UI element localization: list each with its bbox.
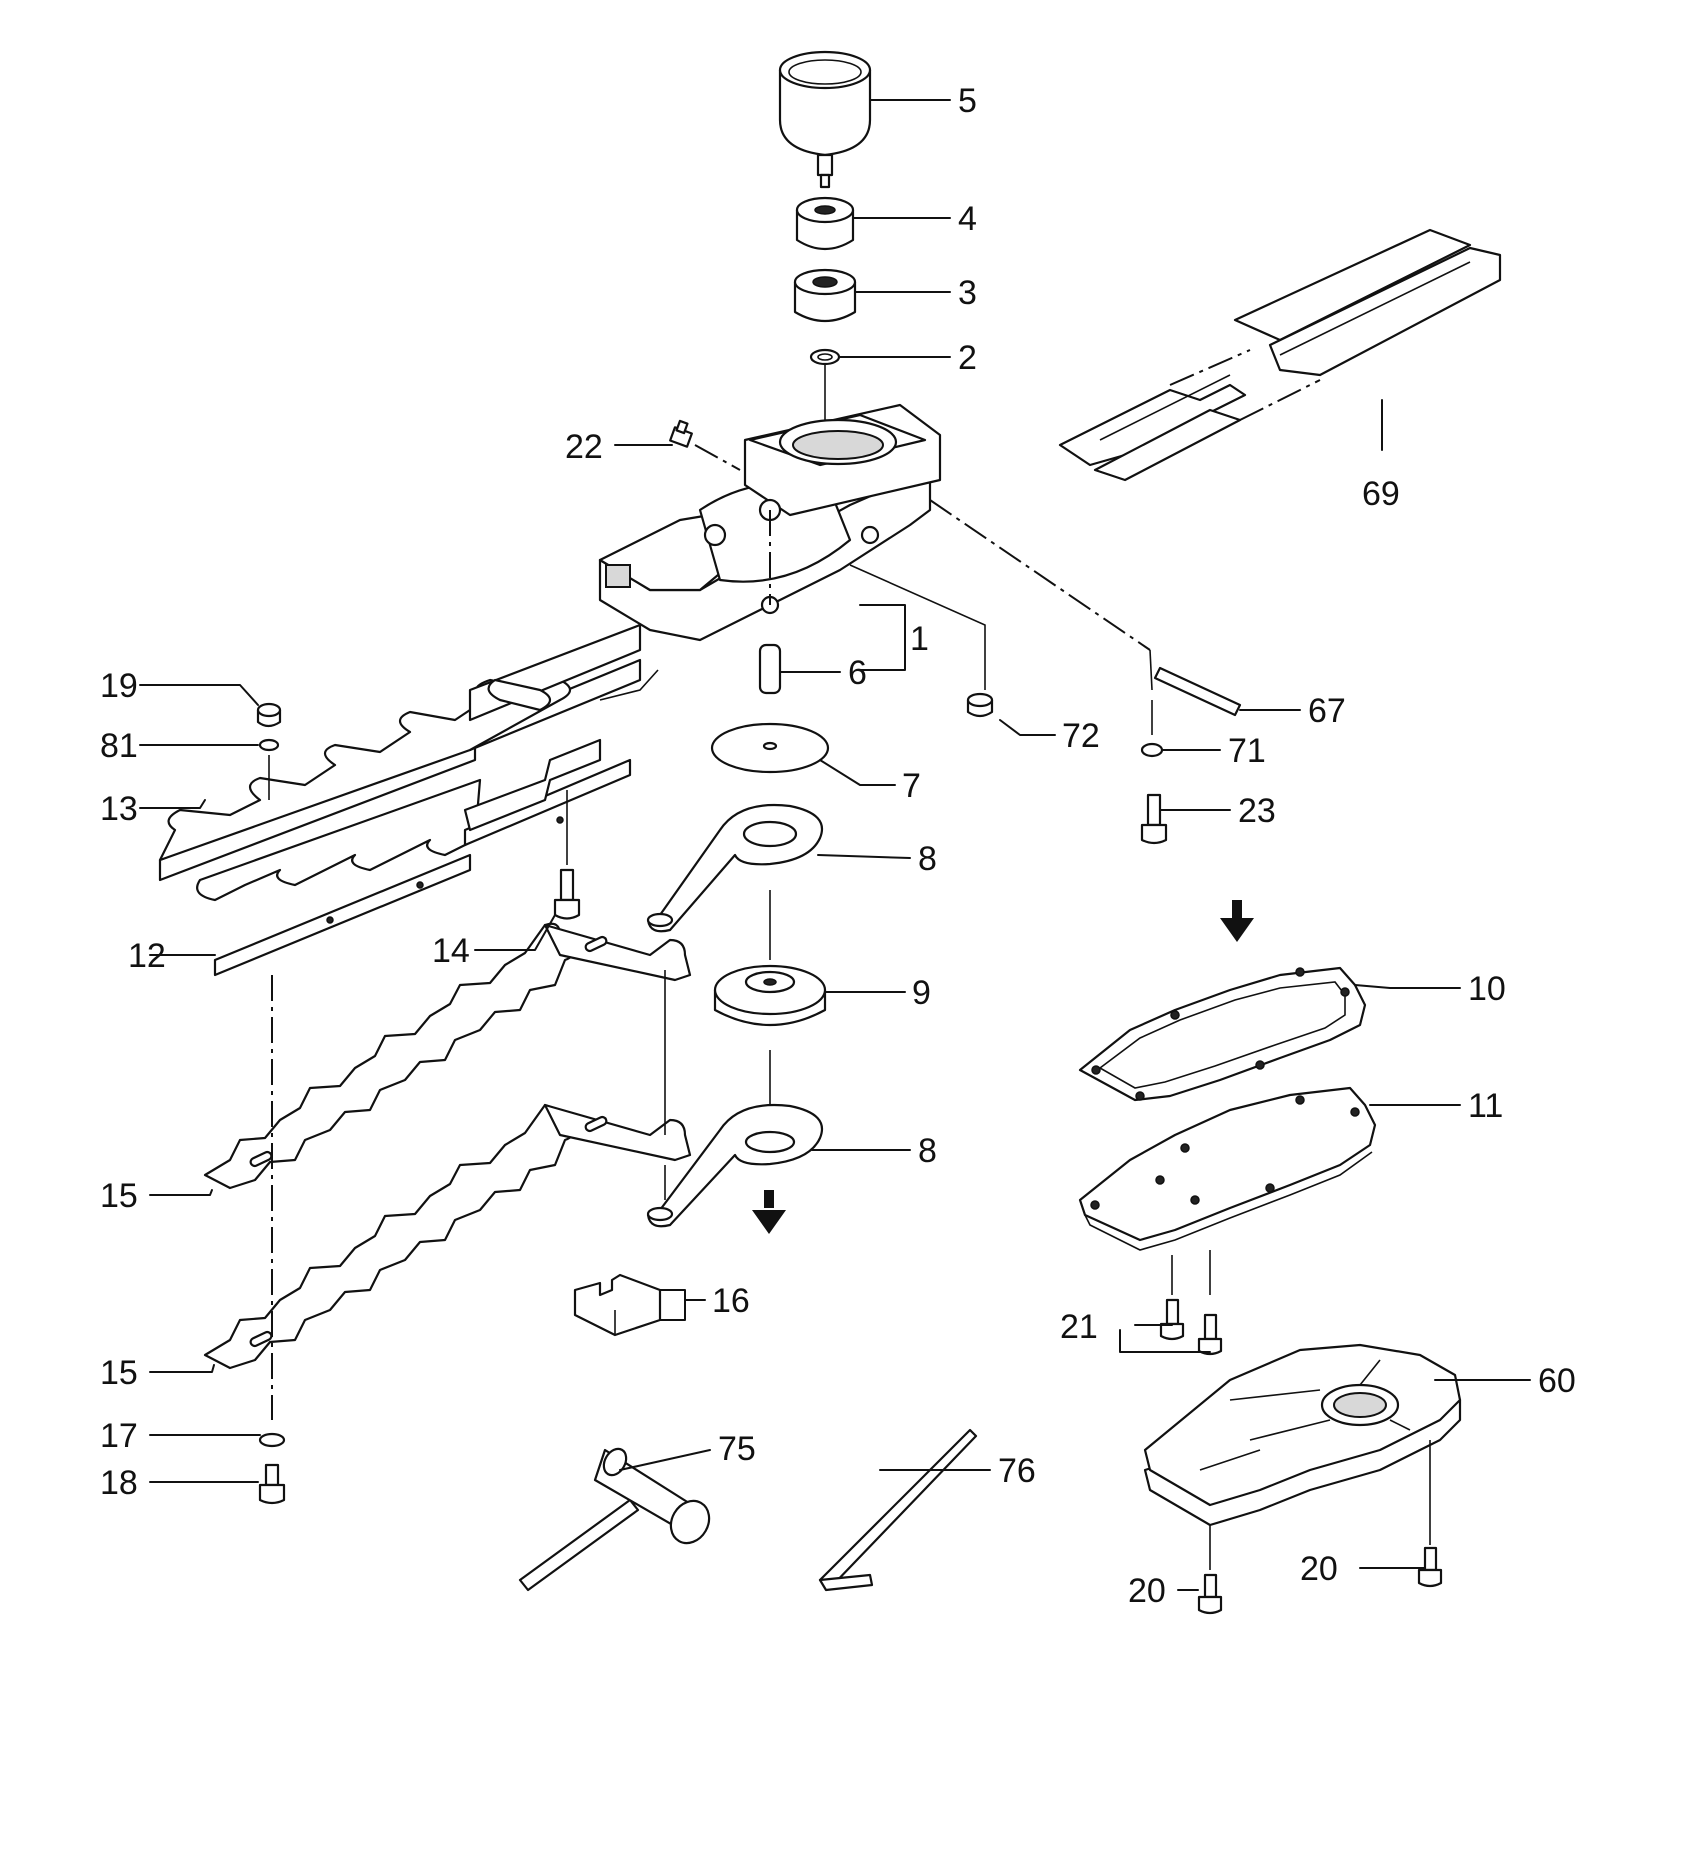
part-2-ring bbox=[809, 348, 841, 366]
part-16-block bbox=[573, 1273, 662, 1337]
part-19-nut bbox=[256, 702, 282, 728]
callout-8-lower: 8 bbox=[918, 1132, 937, 1170]
part-17-washer bbox=[258, 1432, 286, 1448]
axis-line-housing-blade bbox=[599, 669, 659, 701]
callout-16: 16 bbox=[712, 1282, 750, 1320]
part-81-washer bbox=[258, 738, 280, 752]
callout-13: 13 bbox=[100, 790, 138, 828]
callout-15-lower: 15 bbox=[100, 1354, 138, 1392]
callout-20-left: 20 bbox=[1128, 1572, 1166, 1610]
part-22-grease-nipple bbox=[669, 419, 693, 448]
part-11-cover-plate bbox=[1078, 1086, 1377, 1251]
callout-8-upper: 8 bbox=[918, 840, 937, 878]
callout-19: 19 bbox=[100, 667, 138, 705]
part-20-screw-right bbox=[1417, 1546, 1443, 1588]
callout-1: 1 bbox=[910, 620, 929, 658]
part-5-cap bbox=[778, 50, 872, 189]
callout-81: 81 bbox=[100, 727, 138, 765]
callout-7: 7 bbox=[902, 767, 921, 805]
callout-17: 17 bbox=[100, 1417, 138, 1455]
arrow-down-right-icon bbox=[1220, 900, 1254, 942]
axis-line-67a bbox=[1149, 649, 1153, 691]
callout-10: 10 bbox=[1468, 970, 1506, 1008]
callout-72: 72 bbox=[1062, 717, 1100, 755]
callout-75: 75 bbox=[718, 1430, 756, 1468]
callout-11: 11 bbox=[1468, 1087, 1503, 1125]
part-6-pin bbox=[758, 643, 782, 695]
part-20-screw-left bbox=[1197, 1573, 1223, 1615]
part-9-gear bbox=[713, 964, 827, 1026]
callout-labels: 5 4 3 2 22 1 6 7 8 9 8 72 67 71 23 69 10… bbox=[100, 82, 1576, 1610]
callout-2: 2 bbox=[958, 339, 977, 377]
callout-4: 4 bbox=[958, 200, 977, 238]
part-14-bolt bbox=[553, 868, 581, 920]
callout-20-right: 20 bbox=[1300, 1550, 1338, 1588]
part-8-plate-upper bbox=[646, 803, 823, 933]
part-15-blade-upper bbox=[203, 922, 692, 1190]
part-71-washer bbox=[1140, 742, 1164, 758]
part-72-nut bbox=[966, 692, 994, 718]
callout-69: 69 bbox=[1362, 475, 1400, 513]
callout-12: 12 bbox=[128, 937, 166, 975]
part-60-housing-cover bbox=[1143, 1343, 1462, 1527]
part-18-bolt bbox=[258, 1463, 286, 1505]
callout-5: 5 bbox=[958, 82, 977, 120]
callout-22: 22 bbox=[565, 428, 603, 466]
part-75-box-wrench bbox=[518, 1447, 711, 1592]
part-10-gasket bbox=[1078, 966, 1367, 1102]
callout-67: 67 bbox=[1308, 692, 1346, 730]
part-76-hex-key bbox=[818, 1428, 978, 1592]
part-1-gear-housing bbox=[598, 403, 942, 642]
callout-23: 23 bbox=[1238, 792, 1276, 830]
leader-22-axis bbox=[694, 444, 741, 471]
part-13-blade-guard bbox=[158, 623, 642, 902]
callout-76: 76 bbox=[998, 1452, 1036, 1490]
part-7-washer-disc bbox=[710, 722, 830, 774]
part-12-bracket bbox=[463, 738, 602, 832]
arrow-down-center-icon bbox=[752, 1190, 786, 1234]
part-12-bar bbox=[213, 758, 632, 977]
callout-3: 3 bbox=[958, 274, 977, 312]
part-8-plate-lower bbox=[646, 1103, 823, 1228]
leader-lines bbox=[139, 99, 1531, 1591]
part-15-blade-lower bbox=[203, 1103, 692, 1370]
callout-60: 60 bbox=[1538, 1362, 1576, 1400]
part-4-bearing bbox=[795, 196, 855, 251]
callout-9: 9 bbox=[912, 974, 931, 1012]
callout-71: 71 bbox=[1228, 732, 1266, 770]
axis-line-housing-67 bbox=[929, 499, 1151, 651]
part-23-bolt bbox=[1140, 793, 1168, 845]
callout-6: 6 bbox=[848, 654, 867, 692]
part-67-rod bbox=[1153, 666, 1242, 717]
axis-line-72 bbox=[849, 564, 986, 690]
callout-14: 14 bbox=[432, 932, 470, 970]
callout-18: 18 bbox=[100, 1464, 138, 1502]
callout-21: 21 bbox=[1060, 1308, 1098, 1346]
callout-15-upper: 15 bbox=[100, 1177, 138, 1215]
part-69-blade-cover bbox=[1058, 228, 1502, 482]
part-3-bearing bbox=[793, 268, 857, 322]
part-21-screws bbox=[1159, 1298, 1223, 1356]
